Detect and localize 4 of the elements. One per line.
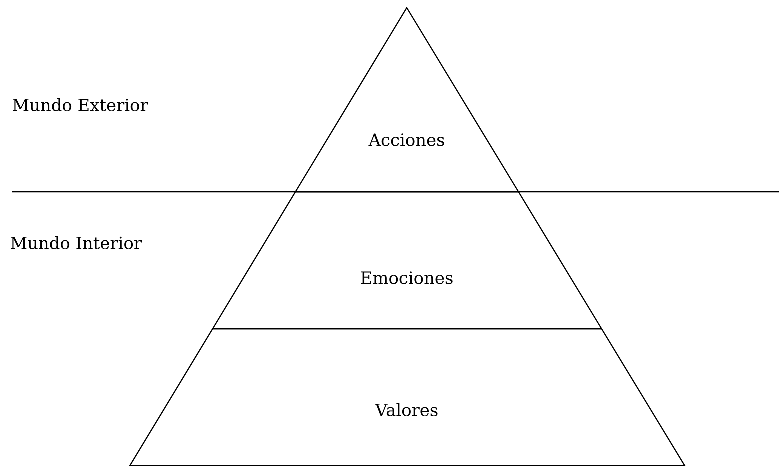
side-label: Mundo Exterior [13, 98, 148, 112]
pyramid-band: Emociones [212, 191, 603, 330]
side-label: Mundo Interior [11, 236, 142, 250]
pyramid-band: Valores [128, 328, 686, 466]
